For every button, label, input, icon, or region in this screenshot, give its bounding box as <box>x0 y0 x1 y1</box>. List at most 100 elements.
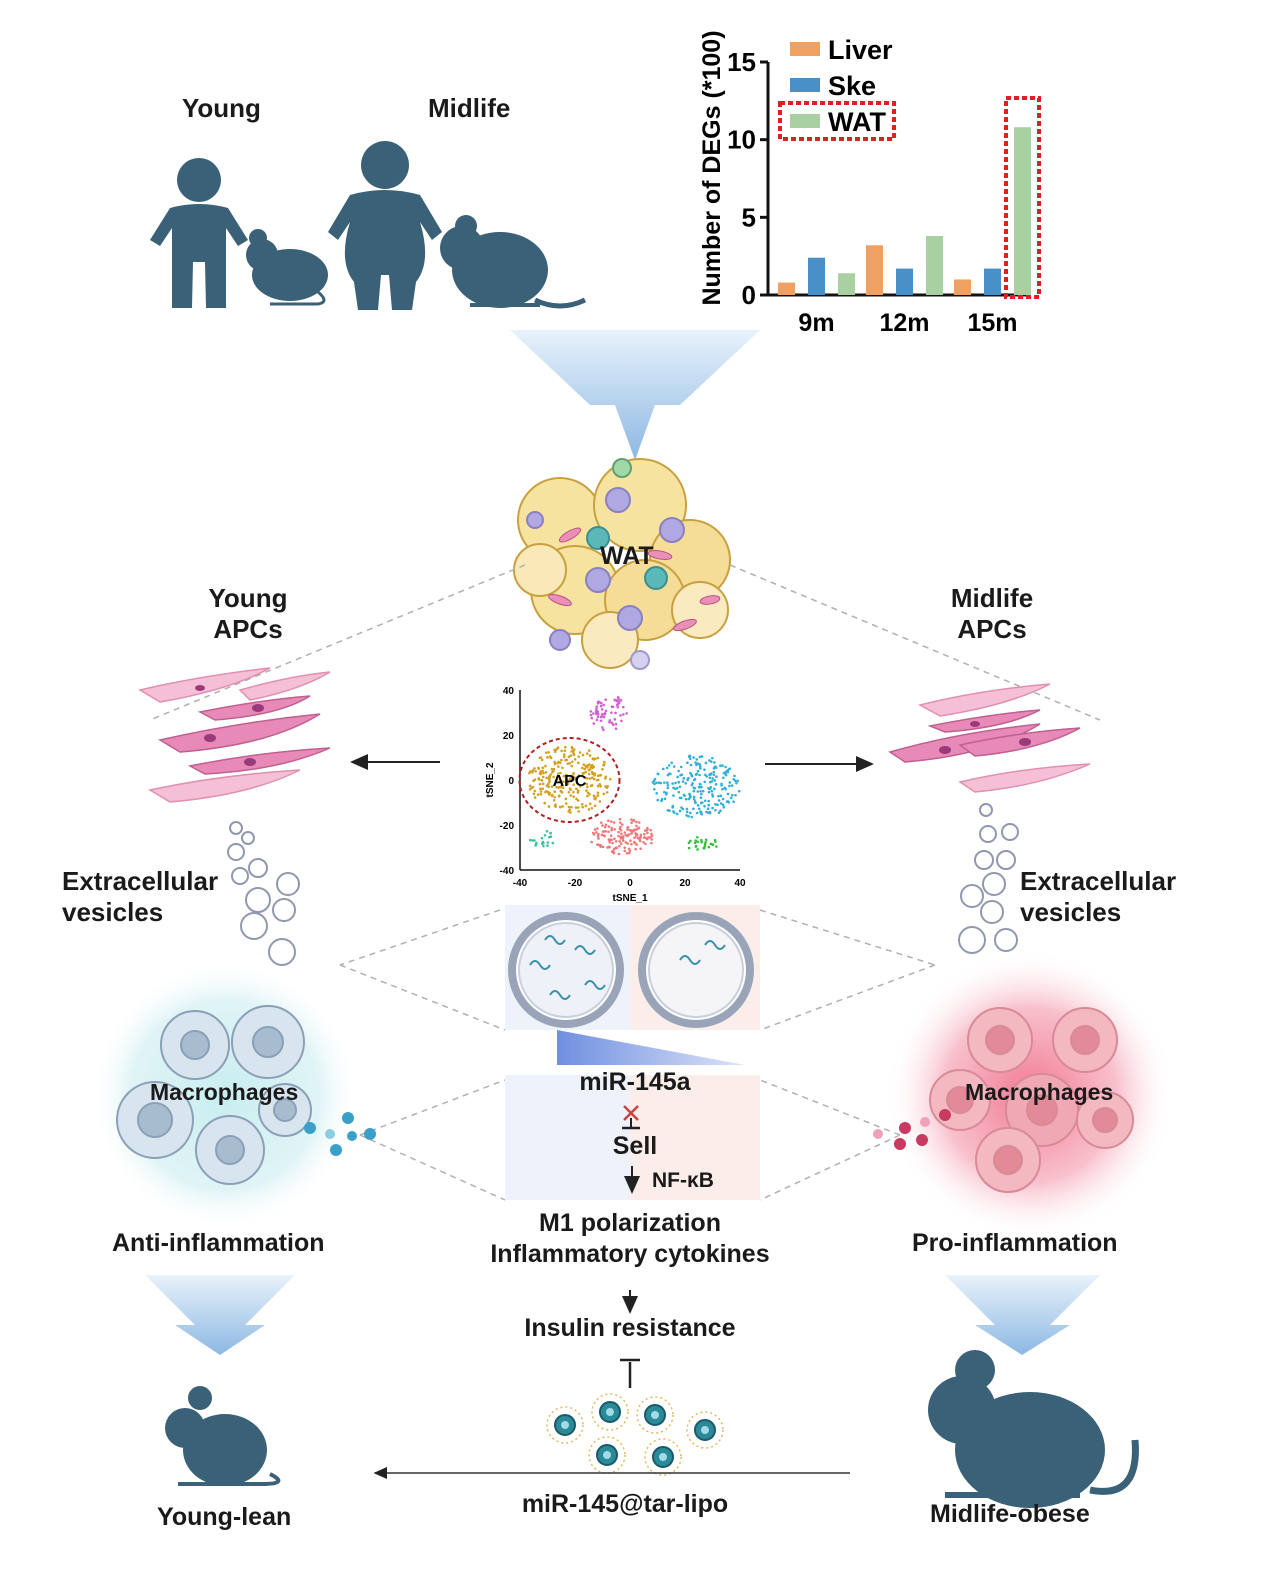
tsne-point <box>557 765 560 768</box>
tsne-point <box>719 802 723 805</box>
tsne-point <box>610 705 614 708</box>
young-macrophages-label: Macrophages <box>150 1079 299 1105</box>
tsne-point <box>581 753 585 757</box>
tsne-point <box>644 842 647 846</box>
tsne-point <box>601 824 604 827</box>
tsne-point <box>693 800 697 803</box>
tsne-point <box>560 791 564 794</box>
midlife-macrophages-label: Macrophages <box>965 1079 1114 1105</box>
tsne-point <box>665 766 669 770</box>
tsne-y-tick: 20 <box>503 731 515 742</box>
tsne-point <box>616 705 620 709</box>
tsne-point <box>528 771 531 775</box>
tsne-point <box>576 799 580 802</box>
tsne-point <box>604 830 607 833</box>
tsne-point <box>624 841 628 844</box>
tsne-point <box>587 749 591 752</box>
tsne-point <box>696 848 699 851</box>
tsne-point <box>564 758 567 762</box>
tsne-point <box>549 831 553 835</box>
tsne-point <box>711 806 714 810</box>
tsne-point <box>733 779 737 783</box>
tsne-point <box>585 752 589 755</box>
tsne-point <box>602 728 605 732</box>
tsne-point <box>684 797 688 801</box>
tsne-point <box>729 796 733 800</box>
tsne-point <box>600 833 604 837</box>
tsne-point <box>602 715 606 719</box>
tsne-point <box>696 835 699 839</box>
tsne-point <box>550 767 554 771</box>
wat-label: WAT <box>600 542 654 570</box>
tsne-point <box>562 780 565 784</box>
tsne-point <box>715 845 718 848</box>
tsne-point <box>712 773 716 777</box>
tsne-point <box>625 851 629 855</box>
tsne-cluster <box>528 745 612 814</box>
tsne-point <box>714 803 717 806</box>
tsne-point <box>552 767 556 771</box>
tsne-point <box>596 702 600 705</box>
tsne-point <box>638 839 642 843</box>
tsne-point <box>568 762 572 765</box>
tsne-point <box>713 779 716 782</box>
tsne-point <box>546 841 550 844</box>
therapy-label: miR-145@tar-lipo <box>521 1490 729 1518</box>
tsne-point <box>675 786 679 790</box>
tsne-point <box>590 806 594 810</box>
tsne-point <box>699 789 702 793</box>
tsne-point <box>599 784 603 788</box>
tsne-point <box>553 762 557 766</box>
tsne-point <box>736 779 740 783</box>
tsne-point <box>597 837 600 840</box>
inhibition-bar-icon <box>620 1358 640 1388</box>
tsne-point <box>698 755 702 759</box>
tsne-point <box>622 713 625 716</box>
tsne-point <box>608 845 611 849</box>
tsne-point <box>590 776 594 780</box>
tsne-point <box>682 777 686 780</box>
tsne-point <box>670 761 674 765</box>
tsne-point <box>671 806 675 809</box>
tsne-point <box>542 844 545 848</box>
legend-label-liver: Liver <box>828 35 893 65</box>
tsne-point <box>721 803 725 807</box>
tsne-point <box>692 756 695 759</box>
y-tick-label: 15 <box>727 47 756 77</box>
tsne-point <box>572 790 575 794</box>
tsne-point <box>682 793 686 797</box>
tsne-point <box>602 760 606 764</box>
tsne-point <box>531 839 534 842</box>
tsne-point <box>713 761 716 764</box>
tsne-point <box>572 753 576 757</box>
down-arrow-left <box>145 1275 295 1355</box>
bar-ske-9m <box>808 257 825 295</box>
tsne-point <box>674 781 677 785</box>
anti-inflammation-label: Anti-inflammation <box>112 1229 325 1257</box>
tsne-point <box>661 767 665 771</box>
tsne-point <box>689 795 692 799</box>
young-mouse-icon <box>246 229 328 306</box>
tsne-point <box>656 798 660 802</box>
tsne-point <box>610 828 613 832</box>
tsne-point <box>713 765 717 768</box>
tsne-point <box>711 843 715 846</box>
young-lean-mouse-icon <box>165 1386 281 1486</box>
tsne-point <box>556 775 560 778</box>
tsne-point <box>588 754 592 757</box>
tsne-point <box>546 844 549 847</box>
midlife-obese-label: Midlife-obese <box>930 1500 1090 1528</box>
tsne-point <box>681 780 685 783</box>
tsne-point <box>717 811 721 814</box>
tsne-point <box>720 784 723 787</box>
tsne-point <box>701 789 705 793</box>
tsne-point <box>686 778 689 782</box>
tsne-point <box>663 790 666 794</box>
tsne-point <box>619 837 623 840</box>
tsne-point <box>591 757 595 761</box>
tsne-point <box>680 806 683 809</box>
tsne-point <box>731 793 734 797</box>
tsne-point <box>704 761 708 765</box>
tsne-point <box>608 777 612 781</box>
